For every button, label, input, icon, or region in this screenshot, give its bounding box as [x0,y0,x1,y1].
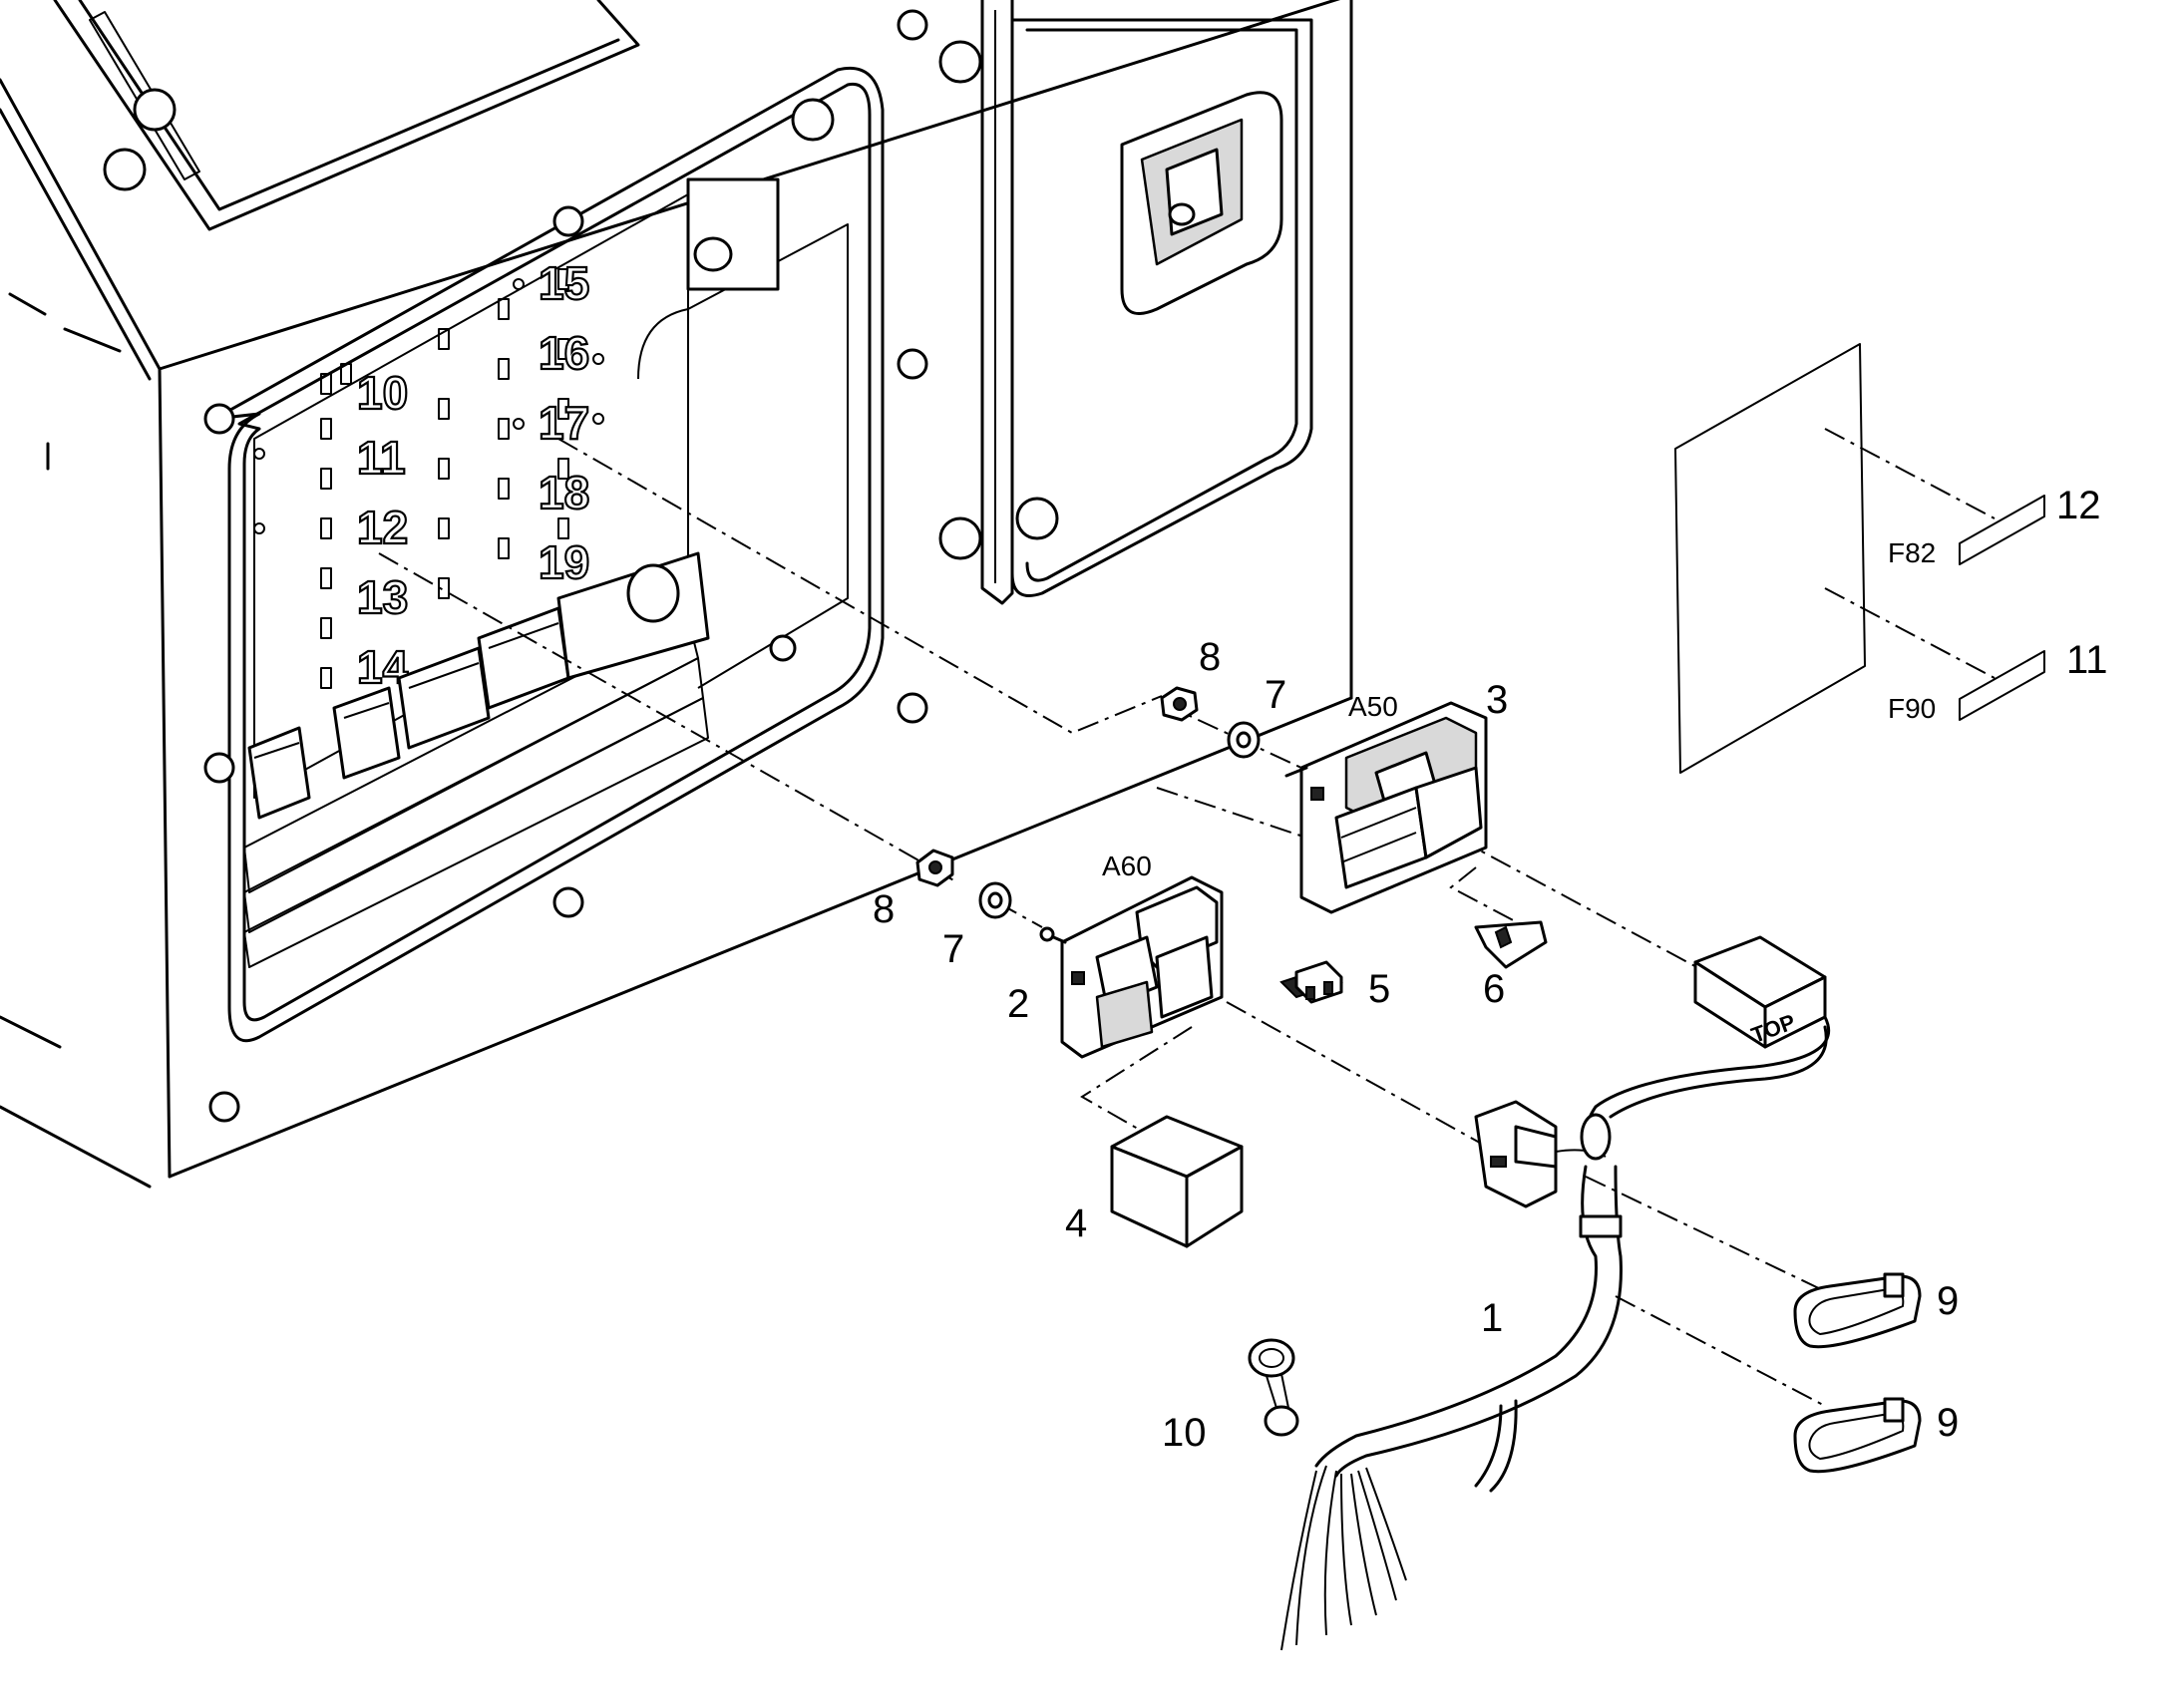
slot-number-11: 11 [357,432,406,484]
blade-fuse-6 [1474,920,1548,969]
callout-8-lower: 8 [873,887,895,931]
module-a60 [1039,875,1224,1059]
module-a50-label: A50 [1348,691,1398,722]
slot-number-18: 18 [539,467,589,518]
callout-8-upper: 8 [1199,635,1221,679]
slot-number-12: 12 [357,502,408,553]
callout-7-upper: 7 [1265,673,1286,717]
fuse-label-f90-text: F90 [1888,693,1936,724]
slot-number-15: 15 [539,257,589,309]
nut-upper [1160,686,1199,722]
frame-bolts [203,9,928,1123]
module-a50 [1284,701,1488,914]
slot-number-10: 10 [357,367,408,419]
cable-tie-upper [1793,1272,1922,1349]
callout-6: 6 [1483,967,1505,1011]
wire-harness [1280,1015,1831,1651]
mounting-slots [253,268,604,689]
callout-3: 3 [1486,678,1508,722]
callout-1: 1 [1481,1296,1503,1340]
callout-2: 2 [1007,982,1029,1026]
clamp-10 [1248,1338,1299,1437]
label-sheet [1674,343,1866,774]
slot-number-19: 19 [539,536,589,588]
fuse-label-f82-text: F82 [1888,537,1936,568]
callout-5: 5 [1368,967,1390,1011]
fuse-label-f90 [1959,650,2045,721]
cable-tie-lower [1793,1397,1922,1474]
slot-number-17: 17 [539,397,589,449]
callout-11: 11 [2066,638,2108,682]
module-a60-label: A60 [1102,851,1152,881]
electrical-cabinet: 10 11 12 13 14 15 16 17 18 19 [0,0,1353,1189]
callout-4: 4 [1065,1201,1087,1245]
fuse-label-f82 [1959,495,2045,565]
blade-fuse-5 [1279,960,1343,1004]
callout-7-lower: 7 [942,927,964,971]
relay-4 [1110,1115,1244,1248]
cabinet-door [103,0,1313,605]
washer-lower [978,881,1012,919]
callout-9-lower: 9 [1937,1401,1959,1445]
callout-10: 10 [1162,1411,1207,1455]
slot-number-13: 13 [357,571,408,623]
callout-9-upper: 9 [1937,1279,1959,1323]
nut-lower [915,849,954,887]
slot-number-16: 16 [539,327,589,379]
relay-top: TOP [1693,935,1827,1049]
callout-12: 12 [2056,484,2101,527]
washer-upper [1227,721,1261,759]
